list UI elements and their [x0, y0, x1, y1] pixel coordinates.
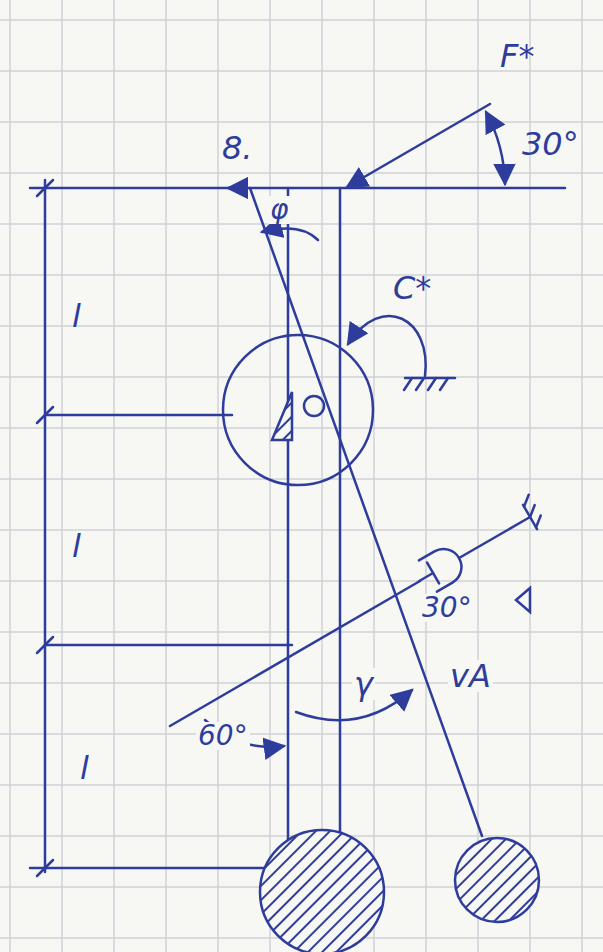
dimension-label: l — [72, 300, 81, 332]
grid-line — [0, 427, 603, 429]
grid-line — [477, 0, 479, 952]
dimension-label: l — [80, 752, 89, 784]
grid-line — [217, 0, 219, 952]
grid-line — [0, 631, 603, 633]
grid-line — [0, 121, 603, 123]
grid-line — [581, 0, 583, 952]
grid-line — [0, 478, 603, 480]
grid-line — [269, 0, 271, 952]
angle-label: φ — [268, 196, 290, 224]
grid-line — [9, 0, 11, 952]
grid-line — [0, 19, 603, 21]
figure-number: 8. — [222, 132, 253, 164]
grid-line — [0, 580, 603, 582]
grid-line — [321, 0, 323, 952]
grid-line — [0, 784, 603, 786]
grid-line — [373, 0, 375, 952]
grid-line — [0, 274, 603, 276]
grid-line — [0, 733, 603, 735]
grid-line — [165, 0, 167, 952]
grid-line — [0, 172, 603, 174]
force-label: F* — [500, 40, 534, 72]
velocity-label: vA — [448, 660, 493, 692]
grid-line — [0, 325, 603, 327]
grid-line — [0, 682, 603, 684]
grid-line — [113, 0, 115, 952]
grid-line — [61, 0, 63, 952]
angle-label: 60° — [196, 722, 250, 750]
grid-line — [0, 223, 603, 225]
grid-line — [0, 529, 603, 531]
angle-label: γ — [352, 668, 375, 700]
ink-drawing — [30, 104, 565, 952]
torque-label: C* — [393, 272, 431, 304]
dimension-label: l — [72, 530, 81, 562]
angle-label: 30° — [522, 128, 579, 160]
grid-line — [0, 376, 603, 378]
angle-label: 30° — [420, 594, 474, 622]
